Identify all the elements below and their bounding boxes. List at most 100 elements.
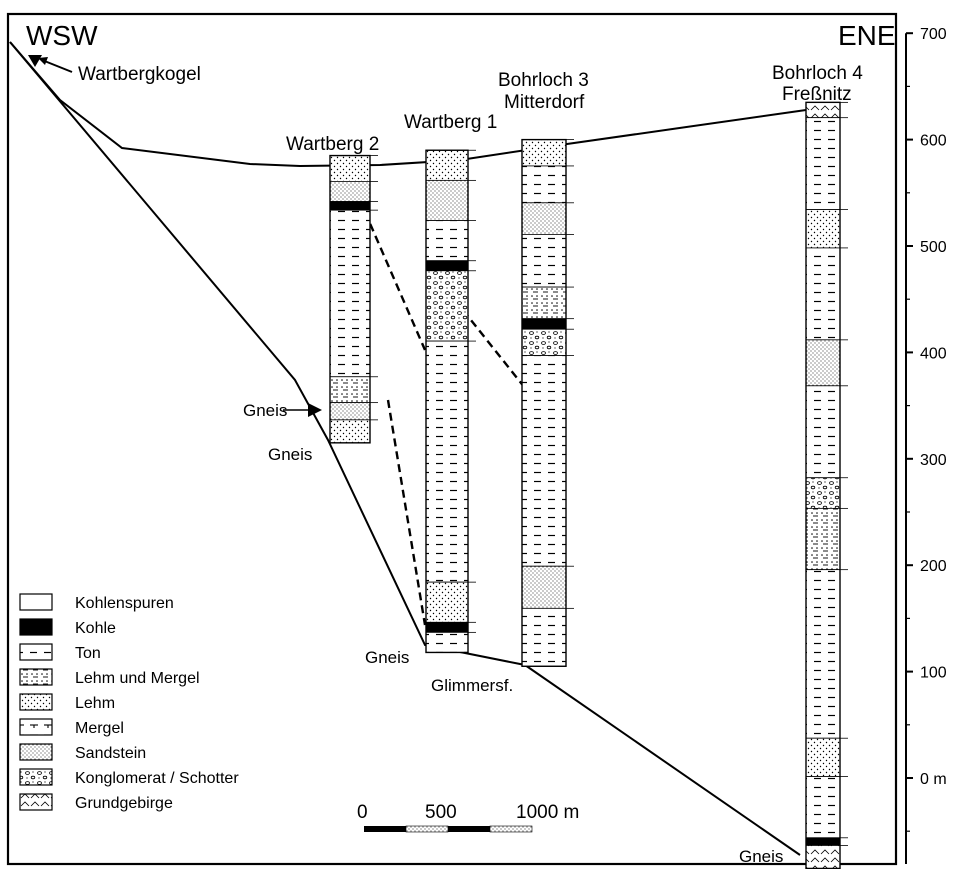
layer-sandstein xyxy=(521,565,567,609)
layer-lehm-mergel xyxy=(329,376,371,404)
label-mitterdorf: Mitterdorf xyxy=(504,92,585,113)
legend-swatch-sandstein xyxy=(19,743,53,761)
borehole-outline xyxy=(805,101,841,869)
legend-label: Kohle xyxy=(75,620,116,637)
axis-tick-label: 600 xyxy=(920,133,947,150)
correlation-line-3 xyxy=(386,399,427,626)
layer-lehm xyxy=(425,581,469,623)
layer-kohle xyxy=(521,318,567,330)
layer-lehm xyxy=(805,209,841,249)
scale-label-1000: 1000 m xyxy=(516,802,579,823)
layer-konglomerat xyxy=(425,270,469,342)
frame xyxy=(6,12,898,866)
layer-lehm xyxy=(805,737,841,777)
axis-tick-label: 200 xyxy=(920,558,947,575)
legend-label: Lehm und Mergel xyxy=(75,670,200,687)
layer-ton xyxy=(521,165,567,204)
borehole-wartberg-1 xyxy=(425,149,476,654)
layer-lehm-mergel xyxy=(521,286,567,320)
borehole-columns xyxy=(329,101,848,869)
scale-label-500: 500 xyxy=(425,802,457,823)
legend-swatch-mergel xyxy=(19,718,53,736)
borehole-bohrloch-3 xyxy=(521,138,574,667)
summit-label: Wartbergkogel xyxy=(78,64,201,85)
basement-line xyxy=(9,41,801,856)
layer-sandstein xyxy=(521,202,567,235)
layer-sandstein xyxy=(329,402,371,421)
layer-sandstein xyxy=(805,339,841,387)
layer-kohle xyxy=(329,201,371,211)
layer-konglomerat xyxy=(521,328,567,356)
gneis-arrow-label: Gneis xyxy=(243,401,287,420)
axis-tick-label: 100 xyxy=(920,665,947,682)
layer-konglomerat xyxy=(805,477,841,509)
legend-label: Konglomerat / Schotter xyxy=(75,770,239,787)
borehole-outline xyxy=(521,138,567,667)
scale-label-0: 0 xyxy=(357,802,368,823)
layer-ton xyxy=(521,355,567,567)
layer-ton xyxy=(805,117,841,211)
axis-tick-label: 0 m xyxy=(920,771,947,788)
summit-arrow-line xyxy=(41,59,73,73)
layer-ton xyxy=(425,220,469,262)
legend-label: Ton xyxy=(75,645,101,662)
elevation-axis: 700 600 500 400 300 200 100 0 m xyxy=(905,26,947,864)
layer-lehm-mergel xyxy=(805,507,841,571)
summit-arrow-head-icon xyxy=(38,57,48,65)
layer-ton xyxy=(805,776,841,839)
legend-swatch-kohle xyxy=(19,618,53,636)
layer-lehm xyxy=(521,139,567,167)
gneis-w2-label: Gneis xyxy=(268,445,312,464)
layer-lehm xyxy=(425,149,469,181)
legend-swatch-grundgebirge xyxy=(19,793,53,811)
layer-kohle xyxy=(425,260,469,272)
legend-label: Mergel xyxy=(75,720,124,737)
layer-ton xyxy=(805,247,841,341)
layer-lehm xyxy=(329,155,371,182)
layer-ton xyxy=(521,234,567,288)
layer-sandstein xyxy=(425,179,469,221)
borehole-bohrloch-4 xyxy=(805,101,848,869)
scale-seg-2 xyxy=(405,825,449,833)
gneis-w1-label: Gneis xyxy=(365,648,409,667)
legend-swatch-konglomerat xyxy=(19,768,53,786)
layer-ton xyxy=(805,385,841,479)
label-bohrloch-4: Bohrloch 4 xyxy=(772,63,863,84)
layer-ton xyxy=(425,340,469,583)
gneis-arrow-head-icon xyxy=(308,403,322,417)
direction-west: WSW xyxy=(26,20,98,51)
label-wartberg-1: Wartberg 1 xyxy=(404,112,497,133)
borehole-outline xyxy=(329,154,371,444)
layer-sandstein xyxy=(329,181,371,202)
scale-seg-4 xyxy=(489,825,533,833)
borehole-outline xyxy=(425,149,469,654)
label-fressnitz: Freßnitz xyxy=(782,84,852,105)
axis-tick-label: 700 xyxy=(920,26,947,43)
scale-bar: 0 500 1000 m xyxy=(357,802,579,833)
layer-ton xyxy=(805,569,841,739)
layer-kohle xyxy=(425,621,469,633)
layer-kohle xyxy=(805,837,841,846)
correlation-line-1 xyxy=(363,211,427,351)
direction-east: ENE xyxy=(838,20,896,51)
legend-swatch-ton xyxy=(19,643,53,661)
scale-seg-3 xyxy=(448,826,490,832)
layer-grundgebirge xyxy=(805,845,841,869)
axis-tick-label: 300 xyxy=(920,452,947,469)
label-bohrloch-3: Bohrloch 3 xyxy=(498,70,589,91)
borehole-wartberg-2 xyxy=(329,154,378,444)
scale-seg-1 xyxy=(364,826,406,832)
layer-ton xyxy=(425,631,469,653)
axis-tick-label: 400 xyxy=(920,345,947,362)
axis-tick-label: 500 xyxy=(920,239,947,256)
legend-swatch-lehm xyxy=(19,693,53,711)
legend-label: Kohlenspuren xyxy=(75,595,174,612)
layer-lehm xyxy=(329,419,371,444)
legend-swatch-kohlenspuren xyxy=(19,593,53,611)
layer-ton xyxy=(329,209,371,378)
surface-line xyxy=(9,41,807,168)
legend-label: Lehm xyxy=(75,695,115,712)
